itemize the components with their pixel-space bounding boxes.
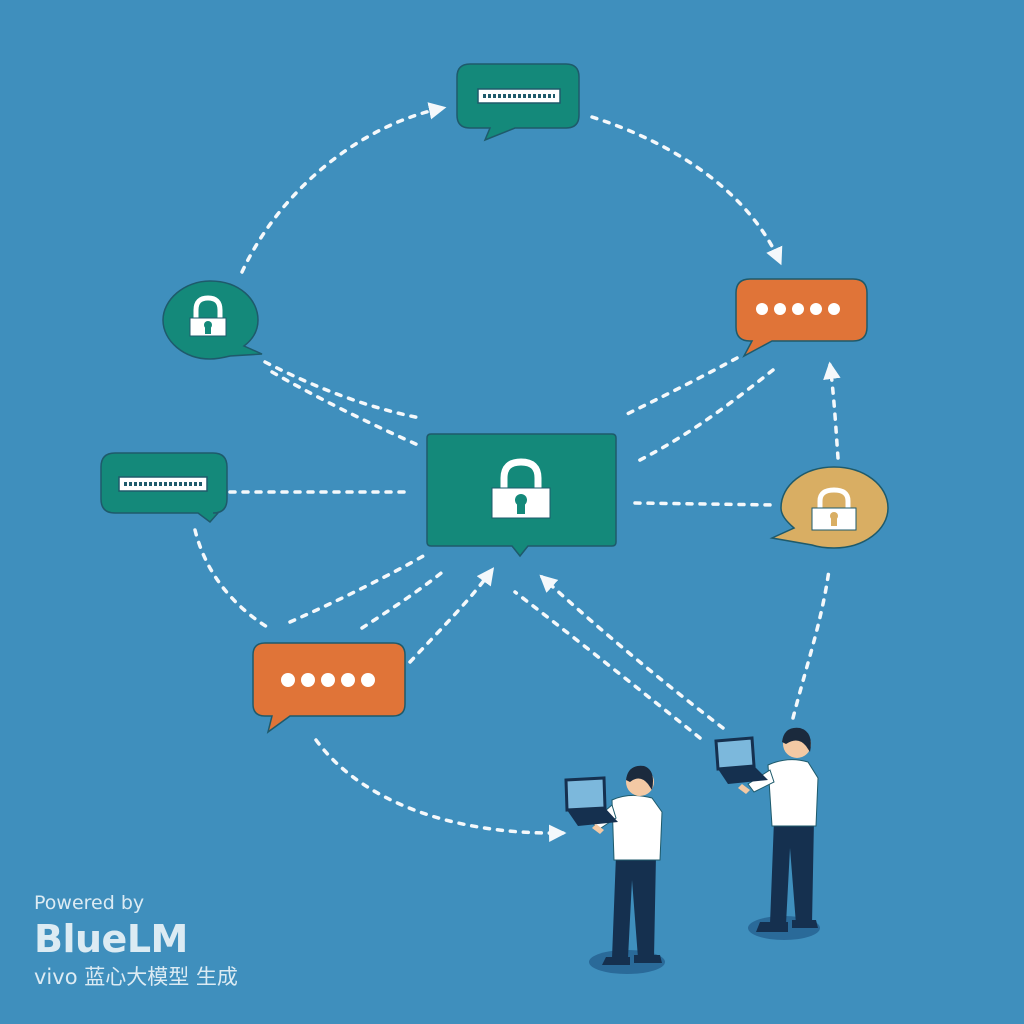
person-back <box>714 727 820 940</box>
laptop-icon <box>564 776 618 826</box>
top-text-bubble <box>456 63 580 142</box>
center-lock-screen <box>426 433 617 558</box>
padlock-icon <box>491 458 551 519</box>
text-lines-icon <box>477 88 561 104</box>
connector-person-back-to-center-b <box>513 590 702 740</box>
lower-left-dots-bubble <box>252 642 406 734</box>
upper-right-dots-bubble <box>735 278 868 358</box>
connector-upper-left-to-center-a <box>263 360 422 420</box>
padlock-icon <box>811 487 857 531</box>
connector-lower-left-to-center-b <box>360 568 447 630</box>
connector-lower-left-to-person-front <box>314 738 567 842</box>
right-lock-bubble <box>769 466 889 549</box>
upper-left-lock-bubble <box>162 280 263 360</box>
five-dots-icon <box>756 303 840 315</box>
connector-left-text-to-lower-left <box>193 528 274 632</box>
five-dots-icon <box>281 673 375 687</box>
connector-upper-right-to-center-a <box>623 356 739 417</box>
padlock-icon <box>189 295 227 337</box>
watermark-brand: BlueLM <box>34 917 188 961</box>
watermark-powered-by: Powered by <box>34 892 145 914</box>
left-text-bubble <box>100 452 228 524</box>
connector-person-back-to-center-a <box>539 574 725 730</box>
connector-lower-left-to-center-c <box>408 567 495 664</box>
connector-right-lock-to-center <box>633 501 777 507</box>
person-front <box>564 765 665 974</box>
watermark-subtitle: vivo 蓝心大模型 生成 <box>34 965 238 989</box>
connector-lower-left-to-center-a <box>288 553 427 624</box>
connector-upper-left-to-center-b <box>270 370 420 447</box>
text-lines-icon <box>118 476 208 492</box>
laptop-icon <box>714 736 768 784</box>
connectors <box>193 102 841 842</box>
watermark: Powered by BlueLM vivo 蓝心大模型 生成 <box>34 890 238 992</box>
connector-upper-right-to-center-b <box>634 368 775 464</box>
connector-person-back-to-right <box>791 568 831 720</box>
connector-top-to-upper-right <box>590 115 783 266</box>
connector-upper-left-to-top <box>240 102 447 274</box>
connector-right-to-upper-right <box>823 361 841 460</box>
